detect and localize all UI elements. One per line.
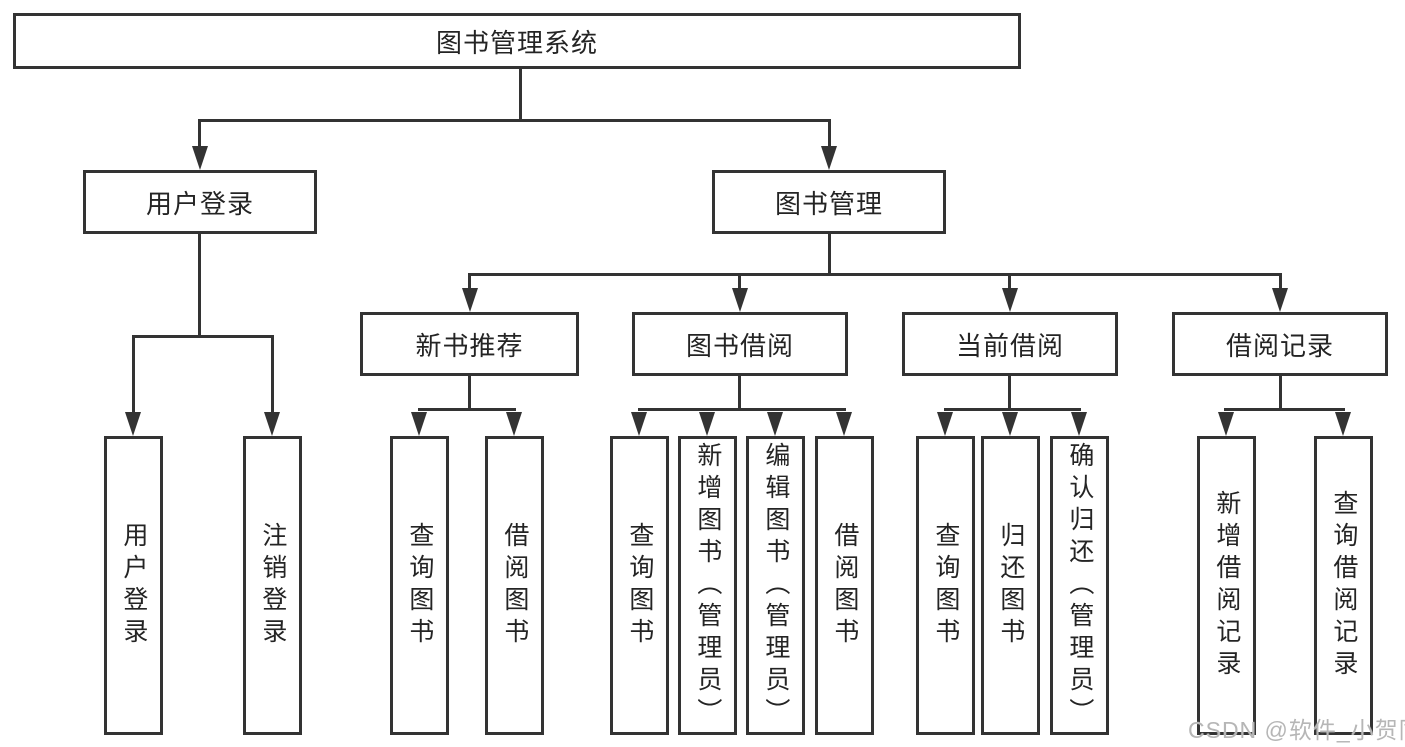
leaf-confirm-return-admin-label: 确认归还（管理员） [1065,441,1094,730]
arrowhead-down-icon [1218,412,1234,436]
arrowhead-down-icon [631,412,647,436]
connector-book-mgmt-hline [468,273,1282,276]
connector-arm-leaf [132,335,135,412]
leaf-query-borrow-record-label: 查询借阅记录 [1329,489,1358,682]
leaf-edit-books-admin-label: 编辑图书（管理员） [761,441,790,730]
leaf-return-books: 归还图书 [981,436,1040,735]
connector-new-books-stub [468,376,471,410]
arrowhead-down-icon [937,412,953,436]
leaf-add-books-admin-label: 新增图书（管理员） [693,441,722,730]
leaf-borrow-books-label: 借阅图书 [500,521,529,650]
arrowhead-down-icon [1272,288,1288,312]
connector-user-login-hline [132,335,274,338]
node-new-book-recommend-label: 新书推荐 [415,330,524,361]
connector-new-books-hline [418,408,516,411]
leaf-query-books-current: 查询图书 [916,436,975,735]
arrowhead-down-icon [192,146,208,170]
connector-user-login-stub [198,234,201,338]
connector-current-borrow-stub [1008,376,1011,410]
watermark: CSDN @软件_小贺同学 [1188,717,1405,743]
connector-arm-level3 [738,273,741,289]
node-current-borrow: 当前借阅 [902,312,1118,376]
leaf-query-borrow-record: 查询借阅记录 [1314,436,1373,735]
arrowhead-down-icon [732,288,748,312]
leaf-add-borrow-record-label: 新增借阅记录 [1212,489,1241,682]
arrowhead-down-icon [699,412,715,436]
node-book-management-label: 图书管理 [774,188,883,219]
leaf-query-books-borrow: 查询图书 [610,436,669,735]
connector-arm-book-mgmt [828,119,831,147]
connector-root-stub [519,68,522,122]
leaf-borrow-books-recommend: 借阅图书 [485,436,544,735]
node-user-login: 用户登录 [83,170,317,234]
leaf-edit-books-admin: 编辑图书（管理员） [746,436,805,735]
connector-book-borrow-stub [738,376,741,410]
leaf-borrow-books-label: 借阅图书 [830,521,859,650]
connector-arm-level3 [468,273,471,289]
arrowhead-down-icon [1002,412,1018,436]
leaf-query-books-label: 查询图书 [625,521,654,650]
arrowhead-down-icon [506,412,522,436]
connector-borrow-records-hline [1224,408,1345,411]
connector-book-mgmt-stub [828,234,831,276]
node-book-management: 图书管理 [712,170,946,234]
leaf-return-books-label: 归还图书 [996,521,1025,650]
connector-arm-leaf [271,335,274,412]
connector-arm-level3 [1279,273,1282,289]
connector-root-hline [198,119,831,122]
leaf-query-books-label: 查询图书 [405,521,434,650]
leaf-logout-label: 注销登录 [258,521,287,650]
arrowhead-down-icon [264,412,280,436]
arrowhead-down-icon [411,412,427,436]
arrowhead-down-icon [125,412,141,436]
arrowhead-down-icon [1335,412,1351,436]
leaf-query-books-label: 查询图书 [931,521,960,650]
connector-arm-user-login [198,119,201,147]
leaf-confirm-return-admin: 确认归还（管理员） [1050,436,1109,735]
node-current-borrow-label: 当前借阅 [955,330,1064,361]
arrowhead-down-icon [821,146,837,170]
leaf-logout: 注销登录 [243,436,302,735]
connector-borrow-records-stub [1279,376,1282,410]
leaf-add-borrow-record: 新增借阅记录 [1197,436,1256,735]
node-borrow-records: 借阅记录 [1172,312,1388,376]
node-root: 图书管理系统 [13,13,1021,69]
connector-arm-level3 [1008,273,1011,289]
node-book-borrow-label: 图书借阅 [685,330,794,361]
node-borrow-records-label: 借阅记录 [1225,330,1334,361]
leaf-query-books-recommend: 查询图书 [390,436,449,735]
leaf-borrow-books: 借阅图书 [815,436,874,735]
arrowhead-down-icon [462,288,478,312]
connector-current-borrow-hline [944,408,1081,411]
node-root-label: 图书管理系统 [435,27,598,58]
connector-book-borrow-hline [638,408,846,411]
node-new-book-recommend: 新书推荐 [360,312,579,376]
arrowhead-down-icon [1071,412,1087,436]
leaf-user-login: 用户登录 [104,436,163,735]
leaf-add-books-admin: 新增图书（管理员） [678,436,737,735]
arrowhead-down-icon [836,412,852,436]
arrowhead-down-icon [1002,288,1018,312]
node-user-login-label: 用户登录 [145,188,254,219]
leaf-user-login-label: 用户登录 [119,521,148,650]
arrowhead-down-icon [767,412,783,436]
node-book-borrow: 图书借阅 [632,312,848,376]
